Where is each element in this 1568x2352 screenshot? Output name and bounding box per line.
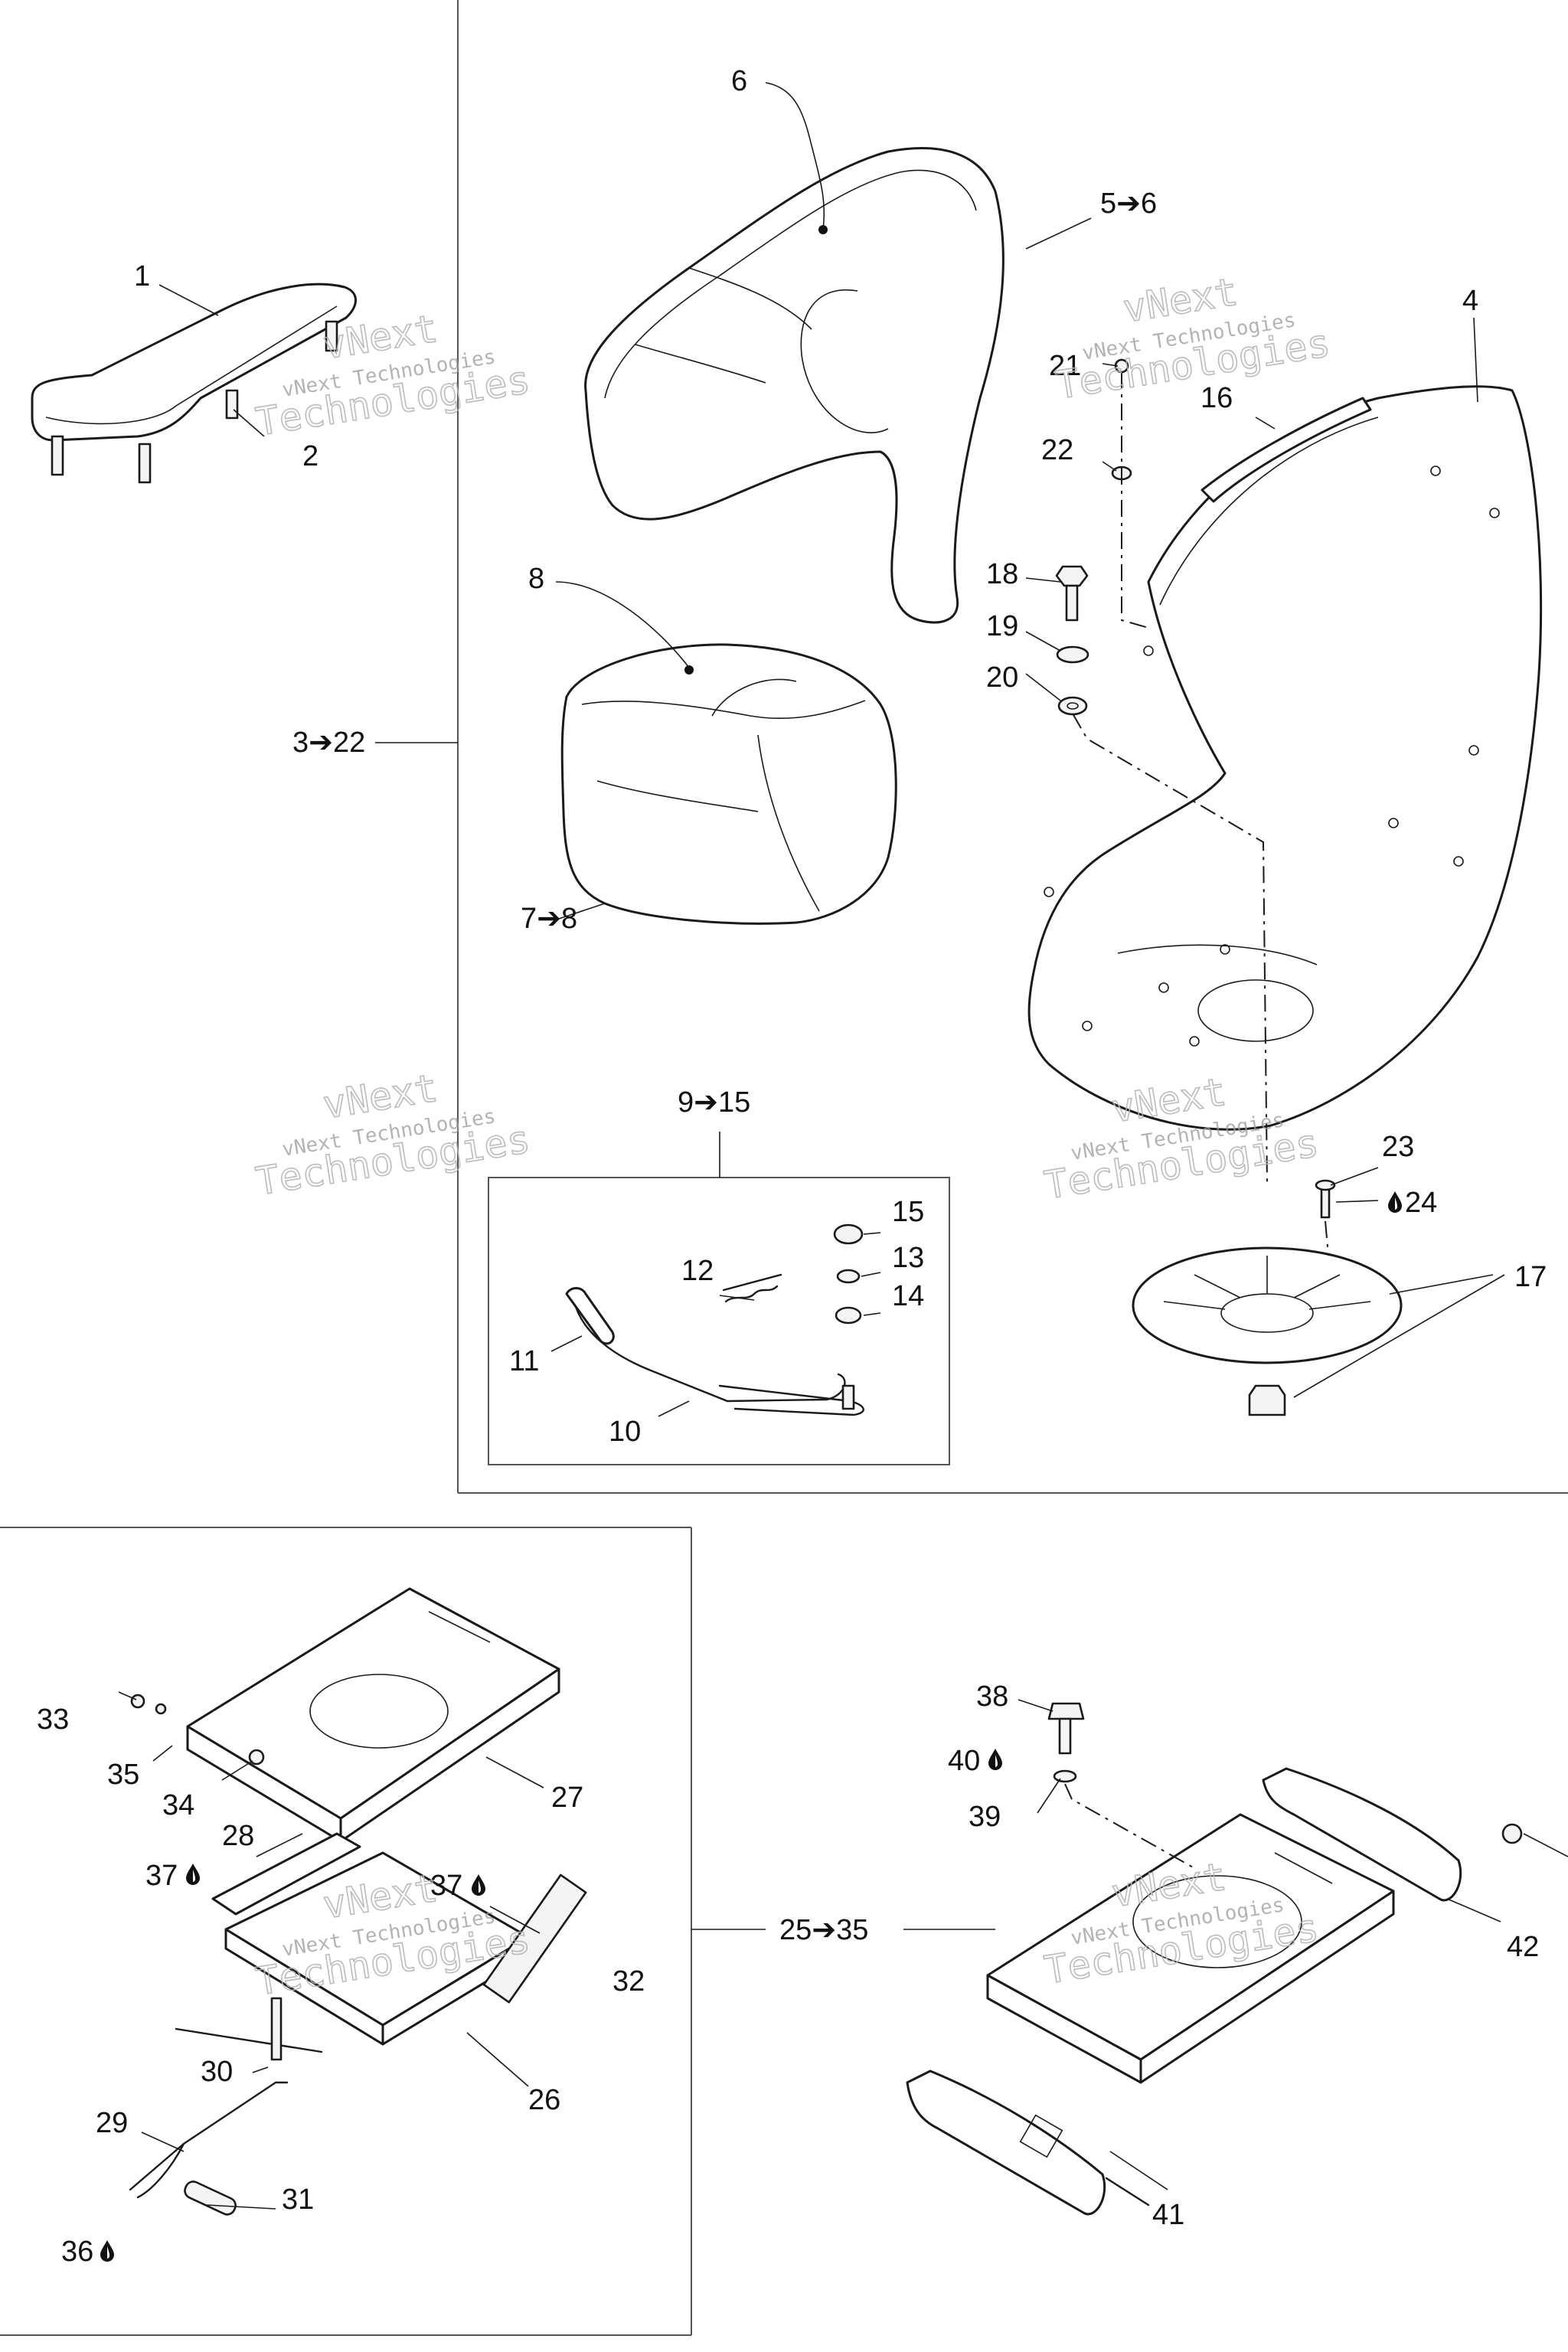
- callout-7-8: 7➔8: [521, 903, 577, 935]
- slide-assembly-26-35: [129, 1587, 587, 2216]
- callout-30: 30: [201, 2056, 233, 2088]
- callout-16: 16: [1200, 382, 1233, 414]
- callout-18: 18: [986, 558, 1018, 590]
- callout-37-right-number: 37: [430, 1870, 462, 1902]
- callout-40: 40: [948, 1745, 1002, 1777]
- callout-8: 8: [528, 563, 544, 595]
- watermark-3: vNext Technologies vNext Technologies: [253, 1065, 534, 1204]
- callout-22: 22: [1041, 434, 1073, 466]
- callout-36-number: 36: [61, 2236, 93, 2268]
- callout-15: 15: [892, 1196, 924, 1228]
- callout-29: 29: [96, 2107, 128, 2139]
- watermarks: vNext Technologies vNext Technologies vN…: [253, 269, 1334, 2004]
- callout-42: 42: [1507, 1931, 1539, 1963]
- callout-41: 41: [1152, 2199, 1184, 2231]
- callout-32: 32: [612, 1965, 645, 1998]
- callout-23: 23: [1382, 1131, 1414, 1163]
- callout-36: 36: [61, 2236, 114, 2268]
- callout-17: 17: [1514, 1261, 1547, 1293]
- seat-marker-dots: [684, 225, 828, 675]
- callout-39: 39: [969, 1801, 1001, 1833]
- callout-25-35: 25➔35: [779, 1914, 868, 1946]
- inset-parts-10-15: [565, 1223, 864, 1416]
- callout-20: 20: [986, 662, 1018, 694]
- callout-27: 27: [551, 1782, 583, 1814]
- callout-9-15: 9➔15: [678, 1086, 750, 1119]
- watermark-2: vNext Technologies vNext Technologies: [1053, 269, 1334, 408]
- callout-10: 10: [609, 1416, 641, 1448]
- callout-2: 2: [302, 440, 318, 472]
- callout-5-6: 5➔6: [1100, 188, 1157, 220]
- callout-26: 26: [528, 2084, 560, 2116]
- callout-24-number: 24: [1405, 1187, 1437, 1219]
- callout-33: 33: [37, 1704, 69, 1736]
- callout-3-22: 3➔22: [292, 727, 365, 759]
- part-1-grab-handle: [31, 283, 357, 484]
- callout-38: 38: [976, 1681, 1008, 1713]
- part-8-seat-cushion: [560, 643, 897, 925]
- callout-31: 31: [282, 2184, 314, 2216]
- callout-37-left: 37: [145, 1860, 200, 1892]
- callout-12: 12: [681, 1255, 714, 1287]
- callout-35: 35: [107, 1759, 139, 1791]
- callout-13: 13: [892, 1242, 924, 1274]
- inset-box-9-15: [488, 1177, 950, 1465]
- callout-4: 4: [1462, 285, 1478, 317]
- callout-24: 24: [1388, 1187, 1437, 1219]
- callout-21: 21: [1049, 350, 1081, 382]
- part-17-swivel-base: [1132, 1179, 1403, 1416]
- assembled-slide-38-42: [906, 1702, 1523, 2216]
- callout-37-left-number: 37: [145, 1860, 178, 1892]
- leader-lines: [118, 82, 1568, 2210]
- callout-14: 14: [892, 1280, 924, 1312]
- callout-19: 19: [986, 610, 1018, 642]
- callout-1: 1: [134, 260, 150, 292]
- callout-37-right: 37: [430, 1870, 485, 1902]
- callout-34: 34: [162, 1789, 194, 1821]
- callout-6: 6: [731, 65, 747, 97]
- hardware-18-22: [1055, 358, 1132, 716]
- callout-40-number: 40: [948, 1745, 980, 1777]
- part-16-trim-strip: [1200, 397, 1372, 503]
- part-6-backrest: [584, 147, 1004, 624]
- callout-labels: 1 2 3➔22 6 5➔6 4 21 16 22 8 18 19 20 7➔8…: [37, 65, 1547, 2268]
- part-4-seat-shell: [1027, 385, 1543, 1131]
- callout-11: 11: [509, 1345, 539, 1377]
- callout-28: 28: [222, 1820, 254, 1852]
